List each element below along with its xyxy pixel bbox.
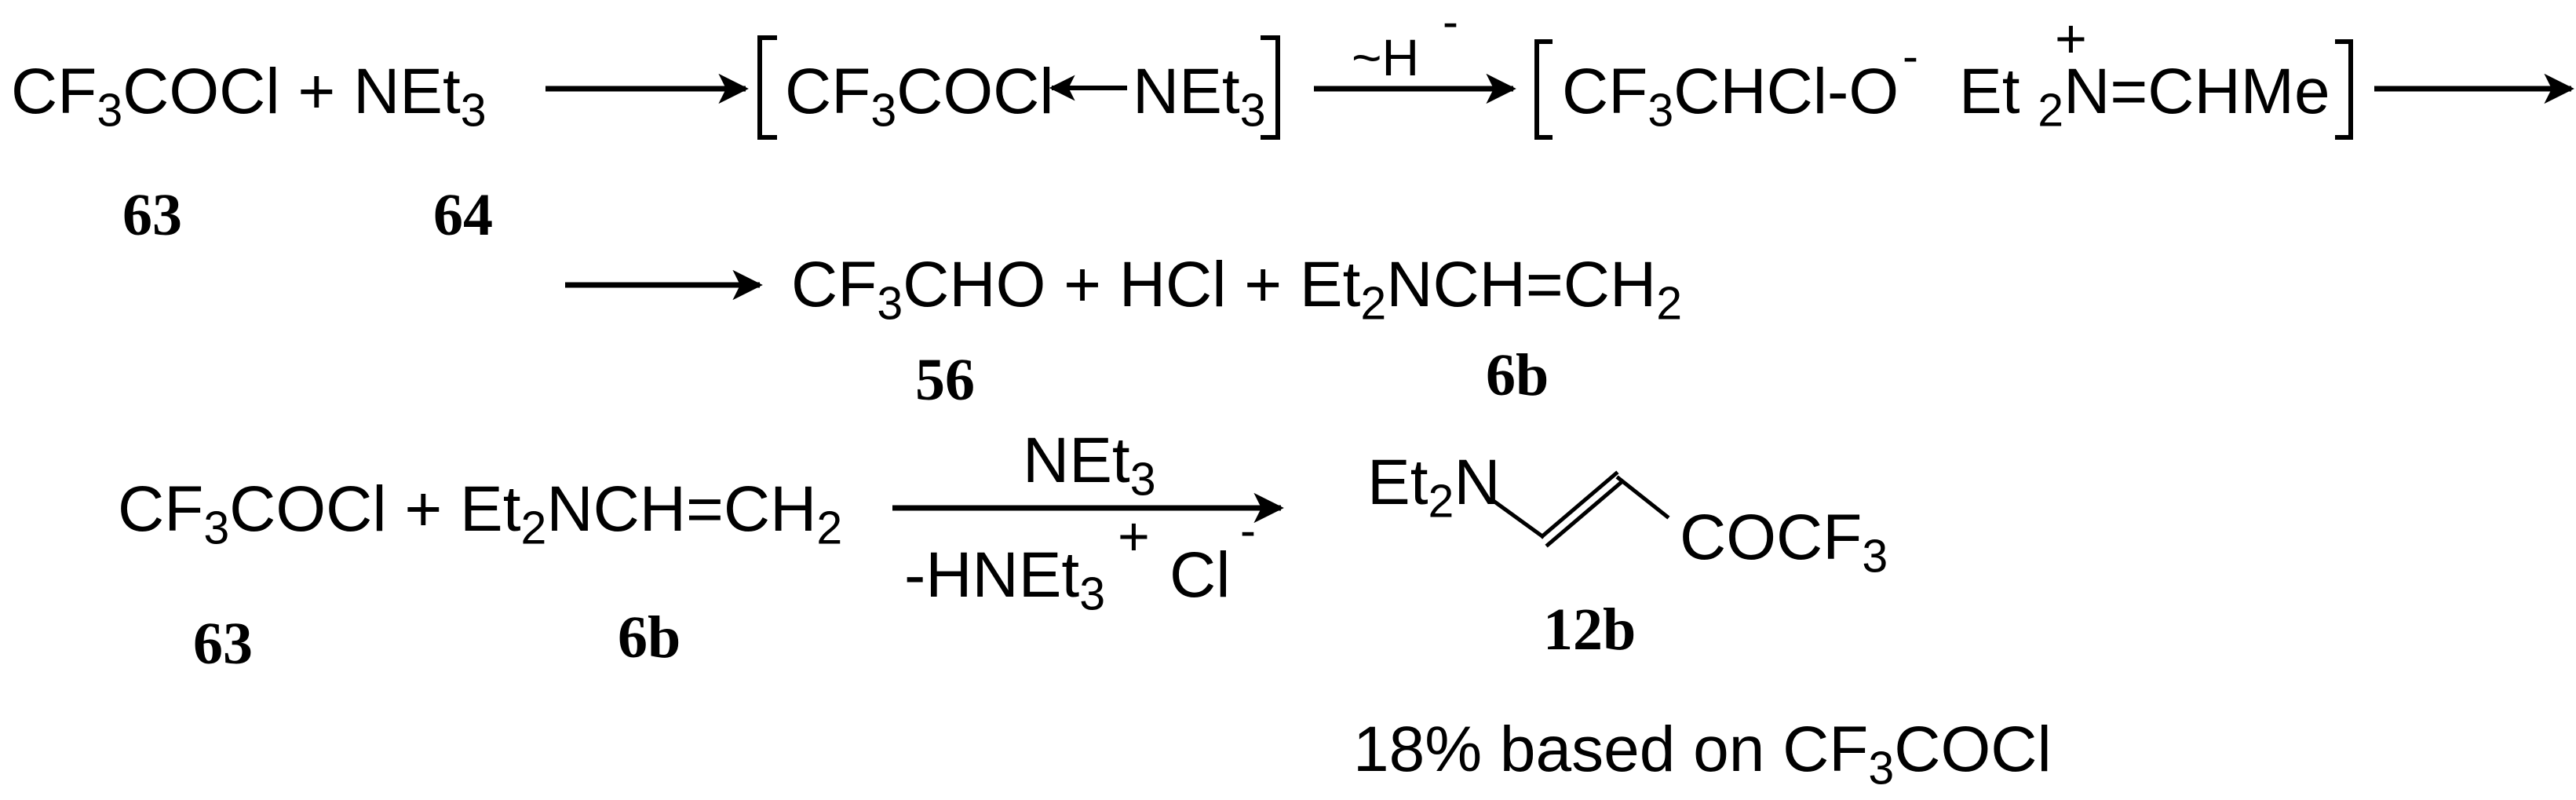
chloride-charge: - <box>1240 504 1256 557</box>
cation-charge: + <box>2055 8 2087 69</box>
complex-amine-part: NEt3 <box>1133 56 1266 137</box>
compound-label-6b-row3: 6b <box>618 605 681 670</box>
compound-label-6b: 6b <box>1486 342 1549 408</box>
row3-reactants: CF3COCl + Et2NCH=CH2 <box>118 473 843 554</box>
row2-products: CF3CHO + HCl + Et2NCH=CH2 <box>791 249 1683 330</box>
compound-label-56: 56 <box>915 347 975 413</box>
product-trifluoroacetyl-group: COCF3 <box>1680 502 1888 583</box>
complex-acyl-chloride-amine: CF3COCl <box>785 56 1054 137</box>
compound-label-64: 64 <box>433 182 493 248</box>
byproduct-below-arrow: -HNEt3 <box>904 539 1106 620</box>
ion-pair-anion: CF3CHCl-O <box>1562 56 1899 137</box>
anion-charge: - <box>1903 30 1918 82</box>
formula-net3: NEt3 <box>353 56 487 137</box>
reagent-above-arrow: NEt3 <box>1023 425 1156 506</box>
yield-note: 18% based on CF3COCl <box>1353 714 2052 795</box>
compound-label-63: 63 <box>122 182 182 248</box>
byproduct-chloride: Cl <box>1169 539 1231 611</box>
ion-pair-cation: Et 2N=CHMe <box>1959 56 2330 137</box>
product-skeletal-bonds <box>1488 470 1670 548</box>
hydride-charge: - <box>1443 0 1458 48</box>
bracket-complex <box>757 35 1280 140</box>
compound-label-63-row3: 63 <box>193 611 253 677</box>
hydride-shift-label: ~H <box>1352 28 1420 86</box>
formula-cf3cocl: CF3COCl <box>11 56 280 137</box>
plus-sign: + <box>297 56 336 127</box>
product-amine-group: Et2N <box>1367 447 1501 528</box>
row1-reactants: CF3COCl + NEt3 <box>11 60 487 134</box>
byproduct-plus-charge: + <box>1118 506 1150 567</box>
compound-label-12b: 12b <box>1543 597 1636 663</box>
bracket-ion-pair <box>1534 39 2353 140</box>
